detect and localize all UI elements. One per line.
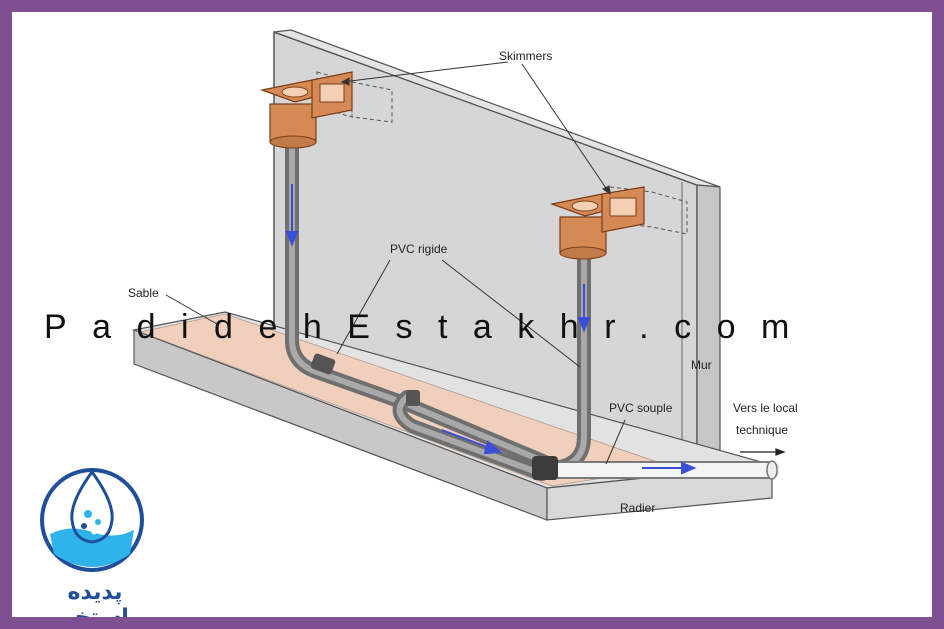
skimmer-right-opening — [571, 200, 599, 212]
skimmer-right — [549, 186, 688, 260]
pipe-connector — [532, 456, 558, 480]
skimmer-right-bottom — [559, 246, 607, 260]
leader-pvc-souple — [605, 419, 626, 465]
label-skimmers: Skimmers — [499, 49, 552, 63]
logo-drop-icon — [40, 468, 144, 572]
label-sable: Sable — [128, 286, 159, 300]
pipe-lower-loop-highlight — [396, 394, 545, 477]
label-radier: Radier — [620, 501, 655, 515]
pipe-flexible-end — [766, 460, 778, 480]
pipes — [285, 133, 779, 481]
skimmer-right-housing — [609, 186, 688, 235]
skimmer-left-mouth-window — [319, 83, 345, 103]
leader-skimmers-left-head — [340, 77, 350, 86]
skimmer-left-housing-back — [351, 81, 393, 123]
logo: پدیده استخر — [30, 462, 160, 617]
label-vers-line1: Vers le local — [733, 401, 798, 415]
flow-arrow-horizontal-head — [681, 461, 697, 475]
flow-arrows — [285, 184, 697, 475]
outflow-arrow-head — [775, 448, 786, 456]
leader-skimmers-left — [341, 61, 509, 83]
leader-pvc-rigide-left — [336, 259, 391, 355]
pipe-joint-2 — [406, 390, 420, 406]
leader-skimmers-right-head — [602, 185, 611, 196]
leader-sable — [165, 294, 218, 325]
skimmer-right-mouth-window — [609, 197, 637, 217]
skimmer-piping-diagram: Skimmers PVC rigide Sable Mur PVC souple… — [128, 29, 798, 521]
flow-arrow-right-down-head — [577, 317, 591, 333]
label-pvc-rigide: PVC rigide — [390, 242, 448, 256]
flow-arrow-diagonal-head — [483, 440, 503, 455]
leader-pvc-rigide-right — [441, 259, 581, 368]
logo-text: پدیده استخر — [61, 580, 129, 617]
skimmer-left-opening — [281, 86, 309, 98]
skimmer-left-bottom — [269, 135, 317, 149]
leader-lines — [165, 61, 626, 465]
pipe-joint-1 — [310, 353, 336, 375]
outflow-arrow — [740, 448, 786, 456]
label-pvc-souple: PVC souple — [609, 401, 673, 415]
pipe-left-rigid-highlight — [289, 137, 560, 470]
label-vers-line2: technique — [736, 423, 788, 437]
skimmer-left — [259, 71, 393, 149]
label-mur: Mur — [691, 358, 712, 372]
leader-skimmers-right — [521, 63, 611, 195]
flow-arrow-left-down-head — [285, 231, 299, 247]
image-frame: Skimmers PVC rigide Sable Mur PVC souple… — [12, 12, 932, 617]
watermark: PadidehEstakhr.com — [44, 308, 815, 346]
flow-arrow-diagonal — [441, 429, 491, 449]
wall — [273, 29, 721, 458]
